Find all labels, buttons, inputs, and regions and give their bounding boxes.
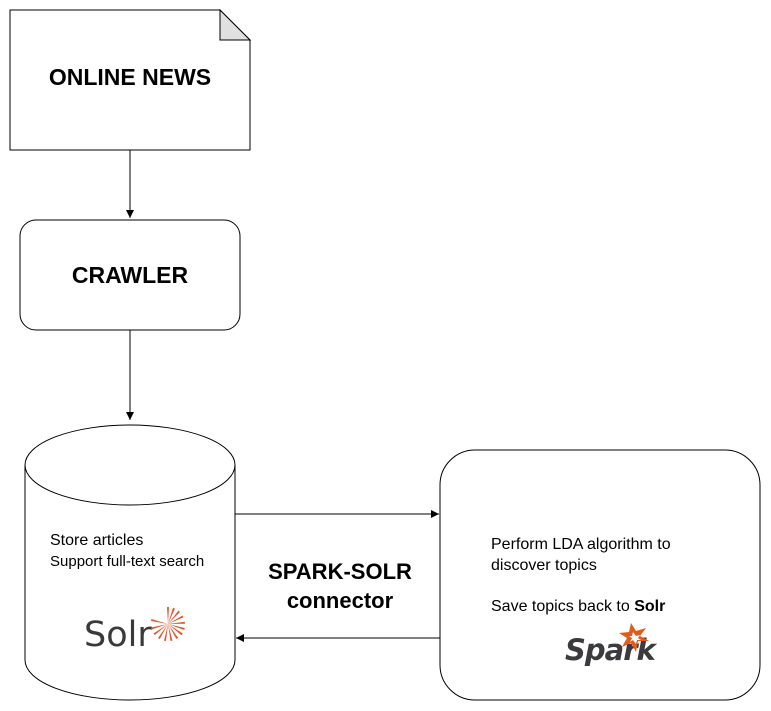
save-topics-strong: Solr — [634, 598, 666, 615]
spark-description-line-2: discover topics — [491, 557, 597, 574]
solr-sun-icon — [151, 607, 185, 641]
save-topics-prefix: Save topics back to — [491, 598, 635, 615]
spark-description: Perform LDA algorithm to discover topics — [491, 534, 671, 576]
spark-logo: Spark — [563, 620, 663, 672]
solr-support-text: Support full-text search — [50, 553, 205, 570]
crawler-title: CRAWLER — [71, 262, 189, 288]
solr-logo-text: Solr — [84, 615, 152, 655]
solr-logo: Solr — [84, 604, 186, 656]
solr-store-text: Store articles — [50, 532, 144, 549]
connector-line-2: connector — [286, 588, 394, 613]
spark-star-icon — [619, 623, 649, 652]
spark-solr-connector-label: SPARK-SOLR connector — [245, 557, 435, 615]
connector-line-1: SPARK-SOLR — [268, 559, 412, 584]
spark-description-line-1: Perform LDA algorithm to — [491, 536, 671, 553]
save-topics-text: Save topics back to Solr — [491, 596, 665, 617]
online-news-title: ONLINE NEWS — [48, 64, 212, 90]
